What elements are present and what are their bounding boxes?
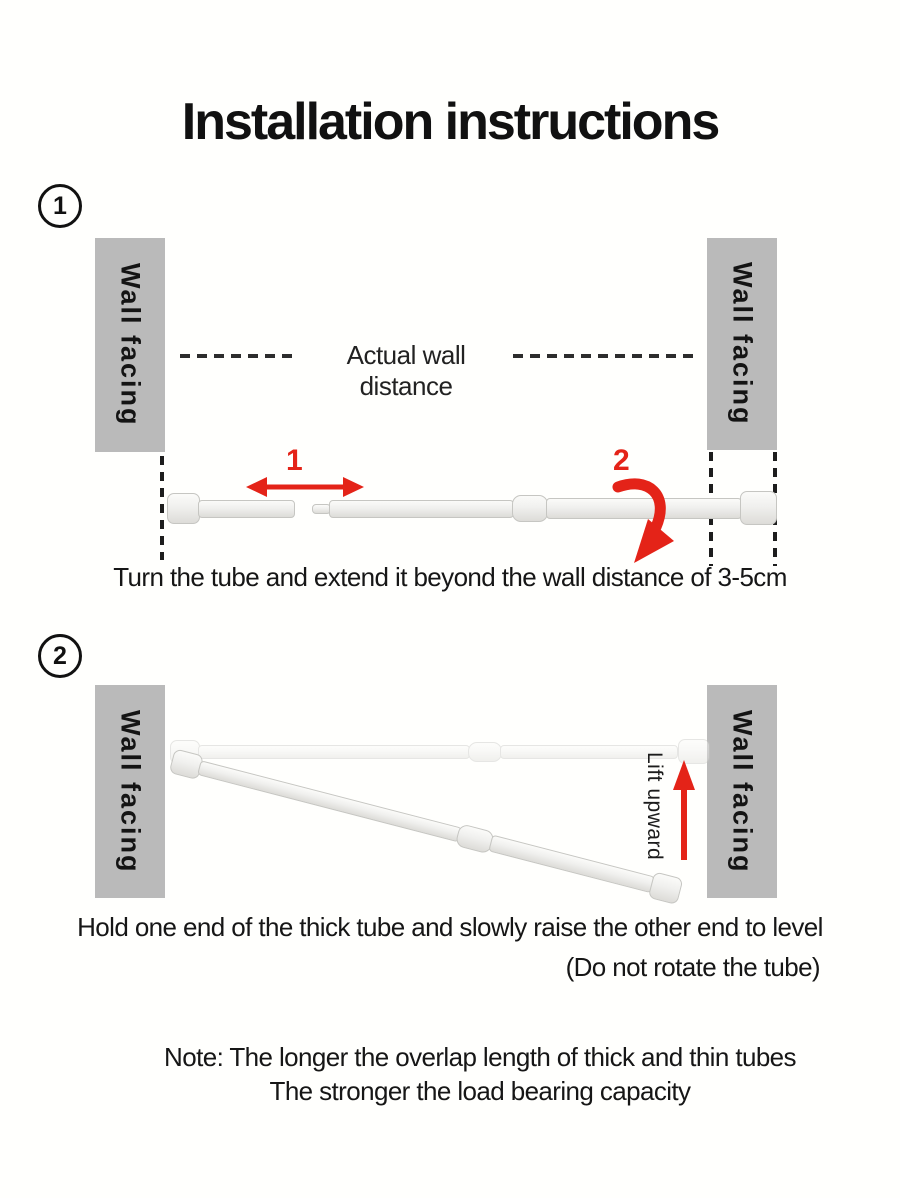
- extend-double-arrow-icon: [246, 477, 364, 497]
- step1-caption: Turn the tube and extend it beyond the w…: [113, 562, 787, 592]
- rod-end-cap-right: [740, 491, 777, 525]
- step2-caption-line1: Hold one end of the thick tube and slowl…: [77, 912, 823, 942]
- extend-arrow-head-left: [246, 477, 267, 497]
- step-1-badge: 1: [38, 184, 82, 228]
- ghost-tube-left: [198, 745, 470, 759]
- actual-wall-distance-label: Actual wall distance: [346, 340, 466, 401]
- rotate-arrow-icon: [612, 478, 674, 563]
- step-2-badge: 2: [38, 634, 82, 678]
- ghost-adjuster-collar: [468, 742, 502, 762]
- rotate-arrow-head: [634, 519, 674, 563]
- note-block: Note: The longer the overlap length of t…: [0, 1040, 900, 1108]
- wall-facing-label: Wall facing: [115, 263, 146, 427]
- rod-final-position-ghost: [170, 739, 710, 767]
- note-line2: The stronger the load bearing capacity: [269, 1076, 692, 1106]
- step2-wall-left: Wall facing: [95, 685, 165, 898]
- step1-wall-right: Wall facing: [707, 238, 777, 450]
- wall-edge-guide-left: [160, 456, 164, 560]
- wall-facing-label: Wall facing: [115, 709, 146, 874]
- tilted-thin-tube: [197, 760, 463, 843]
- note-line1: Note: The longer the overlap length of t…: [164, 1042, 797, 1072]
- step2-wall-right: Wall facing: [707, 685, 777, 898]
- step-2-number: 2: [53, 641, 67, 670]
- step-1-number: 1: [53, 191, 67, 220]
- rotate-marker: 2: [613, 444, 630, 477]
- tilted-thick-tube: [488, 834, 656, 894]
- ghost-tube-right: [500, 745, 678, 759]
- step2-caption-line2: (Do not rotate the tube): [565, 952, 821, 982]
- distance-dashed-line-left: [180, 354, 297, 358]
- rod-thin-tube: [198, 500, 295, 518]
- rod-adjuster-collar: [512, 495, 548, 522]
- wall-facing-label: Wall facing: [727, 262, 758, 426]
- extend-marker: 1: [286, 444, 303, 477]
- rod-mid-tube: [329, 500, 514, 518]
- lift-arrow-icon: [673, 760, 695, 860]
- lift-upward-label: Lift upward: [643, 752, 666, 861]
- extend-arrow-head-right: [343, 477, 364, 497]
- lift-arrow-head: [673, 760, 695, 790]
- rotate-arrow-curve: [612, 478, 666, 533]
- ghost-end-cap-right: [678, 739, 710, 764]
- rod-end-cap-left: [167, 493, 200, 524]
- step1-wall-left: Wall facing: [95, 238, 165, 452]
- wall-facing-label: Wall facing: [727, 709, 758, 874]
- distance-dashed-line-right: [513, 354, 693, 358]
- rod-tilted: [168, 745, 684, 906]
- page-title: Installation instructions: [181, 93, 721, 151]
